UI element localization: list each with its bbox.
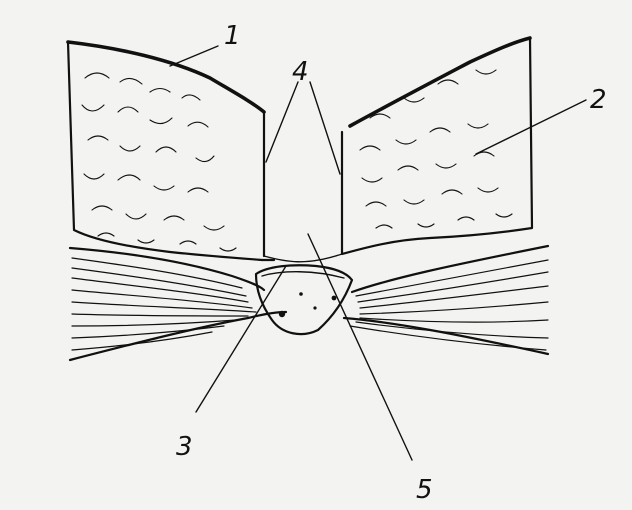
right-fiber-bottom-border — [344, 318, 548, 354]
left-block-top-edge — [68, 42, 264, 112]
left-upper-block — [68, 42, 274, 260]
callout-line-5 — [308, 234, 412, 460]
right-fiber-6 — [356, 322, 548, 338]
right-fiber-4 — [360, 302, 548, 314]
right-texture-5 — [376, 214, 512, 228]
nodule-dot-4 — [313, 306, 316, 309]
right-fiber-5 — [360, 318, 548, 322]
callout-line-4-left — [266, 82, 298, 162]
callout-label-2: 2 — [590, 85, 607, 115]
left-texture-3 — [88, 136, 214, 162]
right-texture-4 — [366, 188, 498, 206]
callout-labels: 1 2 3 4 5 — [176, 21, 607, 505]
central-cavity — [264, 254, 342, 262]
right-texture-1 — [370, 70, 496, 118]
callout-label-4: 4 — [292, 57, 309, 87]
callout-line-1 — [170, 46, 218, 66]
nodule-dot-1 — [279, 311, 285, 317]
left-fiber-4 — [72, 290, 252, 308]
callout-label-3: 3 — [176, 432, 193, 462]
left-fiber-5 — [72, 302, 256, 312]
left-texture-1 — [85, 73, 200, 100]
left-texture-5 — [92, 206, 224, 230]
right-texture-2 — [360, 124, 488, 150]
left-texture-2 — [82, 105, 208, 127]
cavity-base-line — [264, 254, 342, 262]
left-fiber-6 — [72, 314, 248, 316]
callout-label-1: 1 — [224, 21, 241, 51]
nodule-top-inner-line — [262, 272, 344, 278]
left-fibrous-region — [70, 248, 286, 360]
callout-lines — [170, 46, 586, 460]
nodule-dot-3 — [299, 292, 303, 296]
callout-line-4-right — [310, 82, 340, 174]
left-block-outline — [68, 42, 262, 260]
right-fibrous-region — [344, 246, 548, 354]
left-texture-4 — [84, 174, 208, 192]
left-texture-6 — [98, 233, 236, 251]
left-fiber-top-border — [70, 248, 264, 290]
callout-label-5: 5 — [416, 475, 433, 505]
right-upper-block — [342, 38, 532, 254]
left-fiber-1 — [72, 258, 242, 288]
right-fiber-top-border — [352, 246, 548, 292]
right-texture-3 — [362, 152, 494, 182]
nodule-dot-2 — [332, 296, 337, 301]
